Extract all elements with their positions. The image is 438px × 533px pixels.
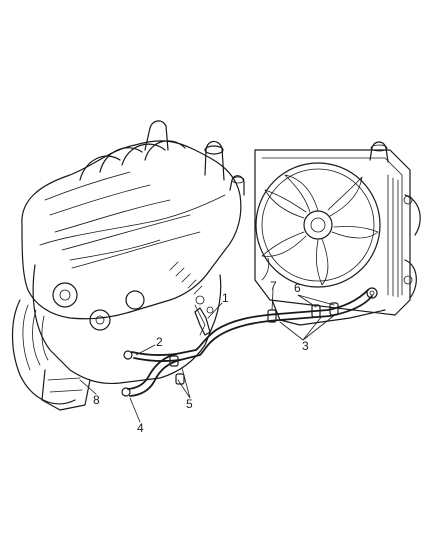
- callout-6: 6: [294, 281, 301, 295]
- leader-line-2: [135, 344, 156, 356]
- leader-line-4: [129, 397, 141, 423]
- callout-8: 8: [93, 393, 100, 407]
- engine-assembly: [11, 120, 245, 411]
- leader-line-8: [79, 379, 97, 395]
- callout-4: 4: [137, 421, 144, 435]
- callout-1: 1: [222, 291, 229, 305]
- callout-2: 2: [156, 335, 163, 349]
- leader-line-5: [177, 367, 191, 399]
- callout-7: 7: [270, 279, 277, 293]
- radiator-fan-assembly: [254, 141, 421, 326]
- leader-line-3: [279, 313, 337, 341]
- callout-labels: 1 2 3 4 5 6 7 8: [93, 279, 309, 435]
- leader-line-6: [297, 294, 335, 308]
- callout-5: 5: [186, 397, 193, 411]
- leader-line-1: [207, 302, 223, 319]
- cooler-lines: [79, 287, 378, 423]
- leader-line-7: [271, 289, 274, 311]
- callout-3: 3: [302, 339, 309, 353]
